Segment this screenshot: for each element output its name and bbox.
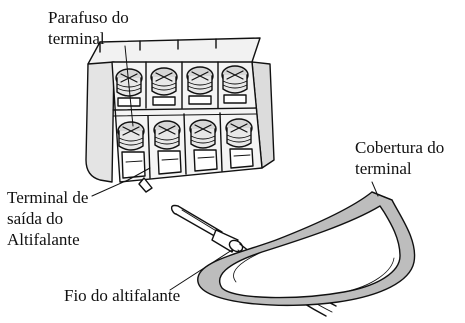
spade-lug xyxy=(170,204,244,253)
top-row-screws xyxy=(115,61,249,109)
label-speaker-wire: Fio do altifalante xyxy=(64,286,181,305)
bottom-row-screws xyxy=(117,112,254,193)
leader-lines xyxy=(91,45,379,291)
leader-screw xyxy=(124,45,134,127)
terminal-cover xyxy=(197,191,416,307)
leader-output xyxy=(91,167,151,197)
leader-wire xyxy=(169,249,233,291)
label-speaker-output-terminal: Terminal de saída do Altifalante xyxy=(7,188,89,249)
label-terminal-screw: Parafuso do terminal xyxy=(48,8,129,48)
label-terminal-cover: Cobertura do terminal xyxy=(355,138,445,178)
leader-cover xyxy=(371,181,379,197)
